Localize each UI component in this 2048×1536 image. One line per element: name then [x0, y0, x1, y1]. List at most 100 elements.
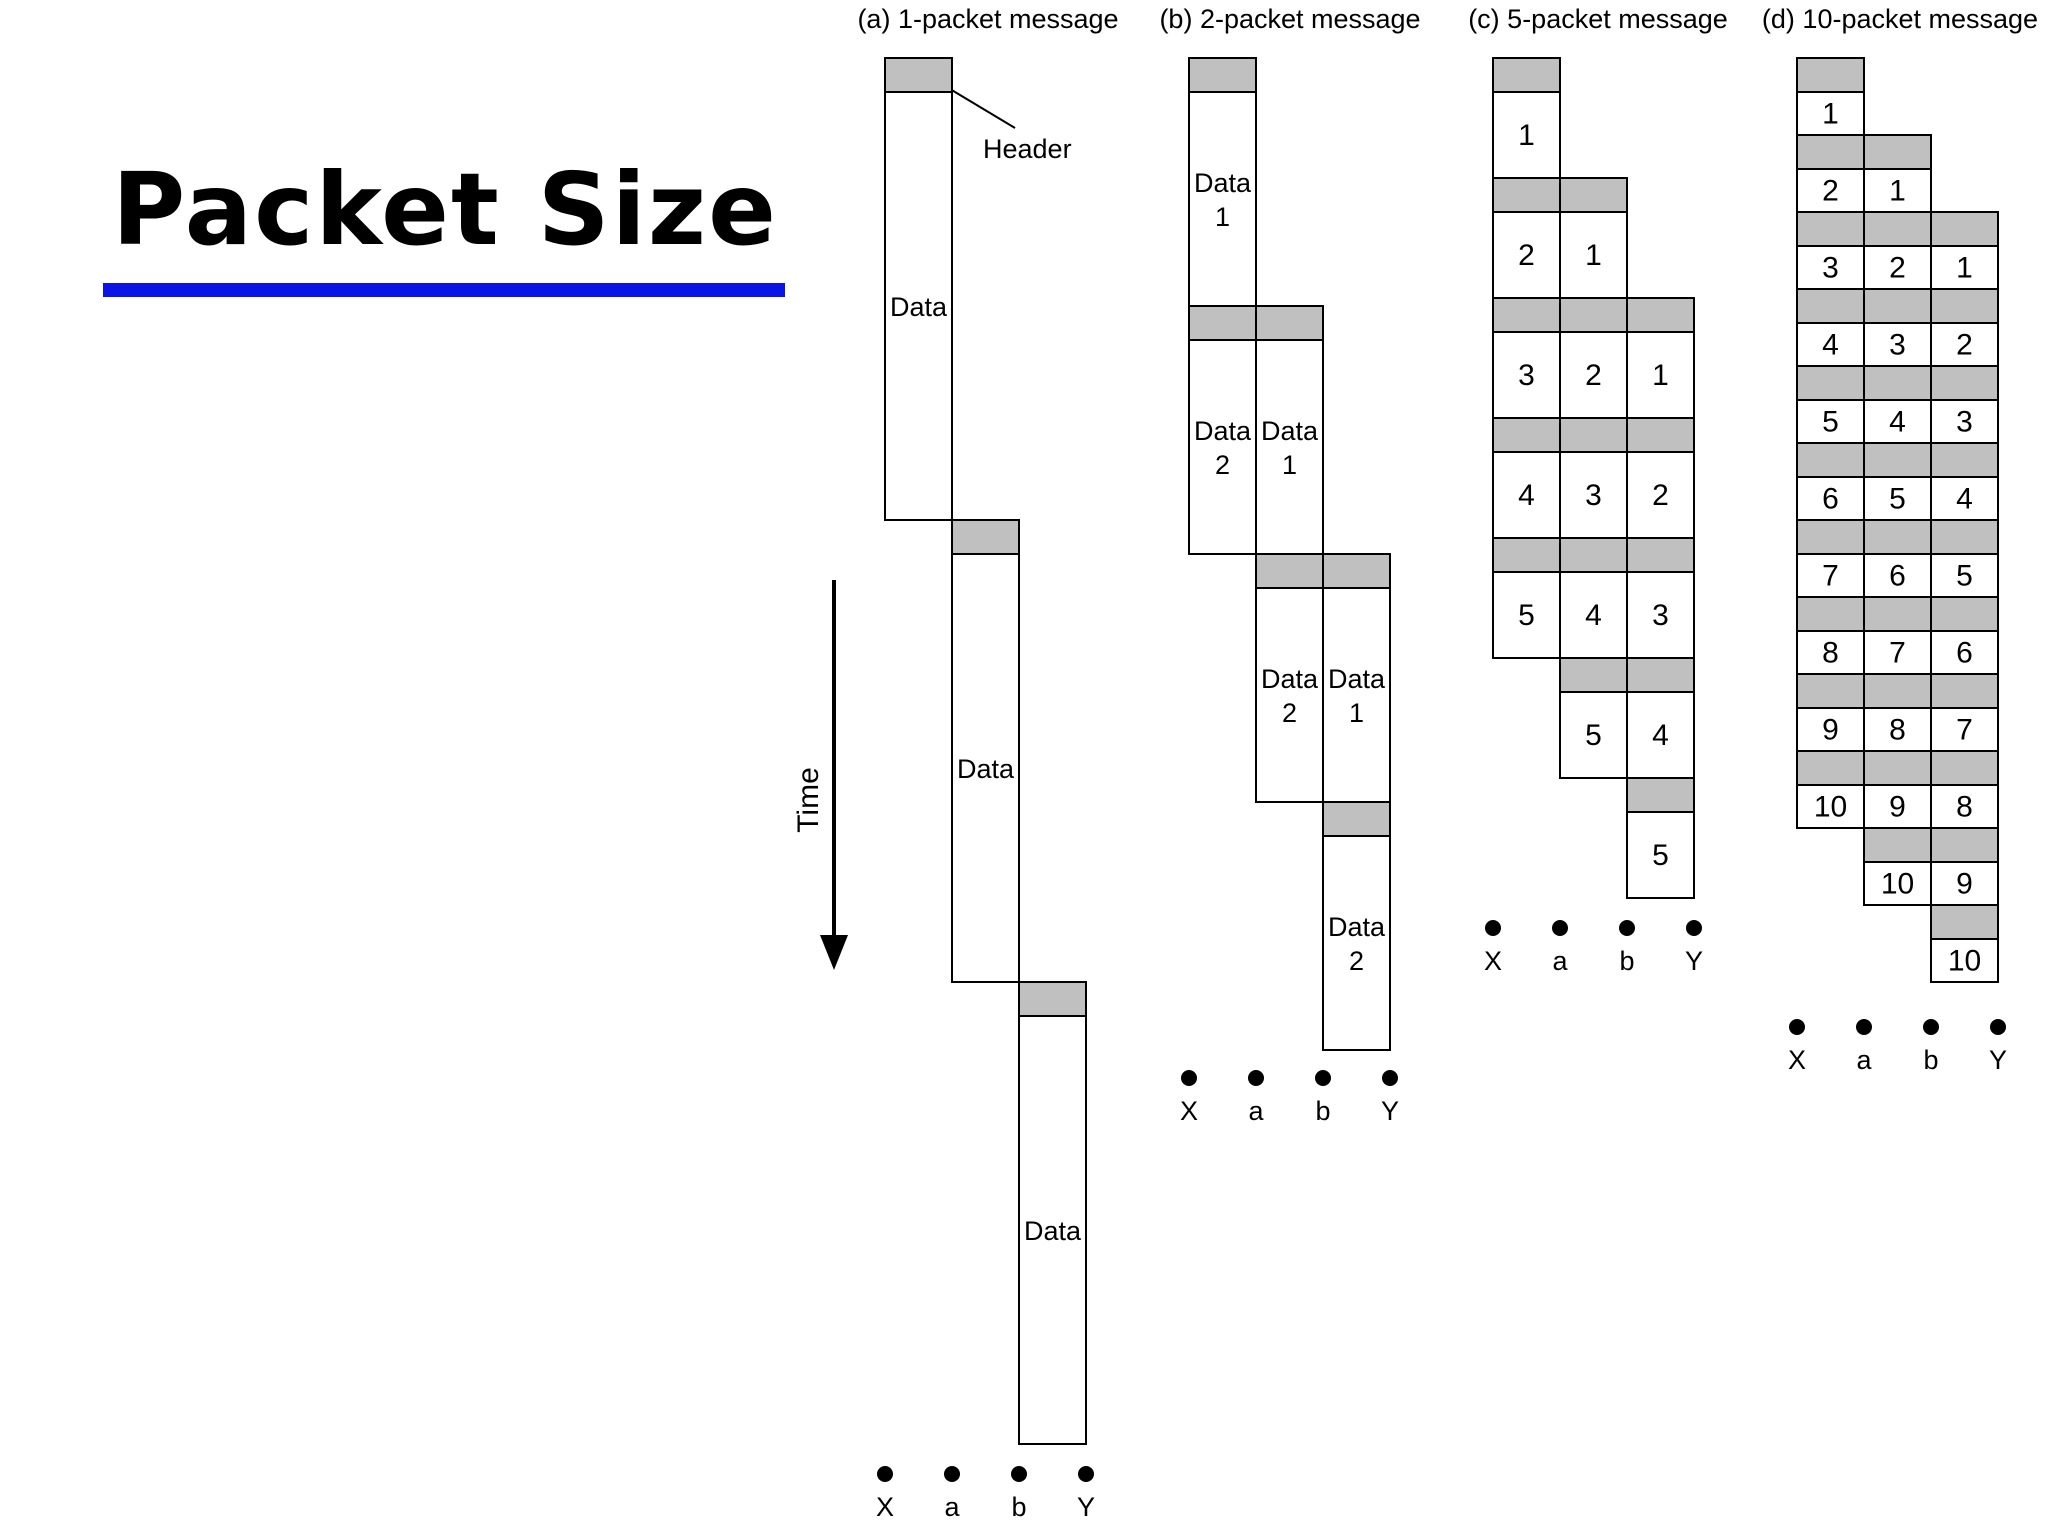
packet-body [1255, 305, 1324, 555]
packet-label: 1 [1215, 202, 1230, 232]
packet-header [1930, 827, 1999, 863]
packet: Data 1 [1188, 57, 1257, 307]
packet: 1 [1796, 57, 1865, 136]
packet-header [1018, 981, 1087, 1017]
packet: 10 [1863, 827, 1932, 906]
packet: 4 [1863, 365, 1932, 444]
packet: 1 [1559, 177, 1628, 299]
packet-label: 3 [1518, 359, 1535, 392]
packet-header [1626, 297, 1695, 333]
packet-label: 3 [1822, 252, 1839, 285]
packet-label: Data [1328, 664, 1386, 694]
packet-body [1188, 57, 1257, 307]
packet-header [1559, 417, 1628, 453]
packet-label: Data [1024, 1216, 1082, 1246]
node-dot [1181, 1070, 1197, 1086]
packet: 6 [1796, 442, 1865, 521]
node-dot [1789, 1019, 1805, 1035]
packet-label: 6 [1822, 483, 1839, 516]
packet: 4 [1559, 537, 1628, 659]
slide-title: Packet Size [112, 151, 778, 268]
packet: 3 [1492, 297, 1561, 419]
packet-header [1626, 537, 1695, 573]
packet: 10 [1930, 904, 1999, 983]
packet-label: 2 [1282, 698, 1297, 728]
packet-header [1930, 211, 1999, 247]
packet-header [1796, 134, 1865, 170]
packet-header [1863, 750, 1932, 786]
packet: 5 [1930, 519, 1999, 598]
packet-header [1492, 177, 1561, 213]
packet: 4 [1626, 657, 1695, 779]
packet-header [1322, 801, 1391, 837]
node-label: b [1011, 1492, 1026, 1522]
packet-label: 1 [1956, 252, 1973, 285]
packet-header [1559, 297, 1628, 333]
packet: 2 [1930, 288, 1999, 367]
packet: 5 [1559, 657, 1628, 779]
node-label: X [1484, 946, 1502, 976]
packet-label: 1 [1652, 359, 1669, 392]
packet-label: 4 [1518, 479, 1535, 512]
node-label: Y [1989, 1045, 2007, 1075]
packet-label: 3 [1652, 599, 1669, 632]
packet-label: 5 [1585, 719, 1602, 752]
node-dot [1011, 1466, 1027, 1482]
panel-label: (c) 5-packet message [1468, 4, 1728, 34]
packet-header [1863, 673, 1932, 709]
packet-header [1796, 365, 1865, 401]
packet-body [1018, 981, 1087, 1445]
packet: 4 [1492, 417, 1561, 539]
node-dot [944, 1466, 960, 1482]
packet-header [1255, 305, 1324, 341]
packet-body [1255, 553, 1324, 803]
node-label: X [876, 1492, 894, 1522]
packet-label: 10 [1814, 791, 1847, 824]
packet-label: 2 [1822, 175, 1839, 208]
packet-header [1930, 442, 1999, 478]
packet: 1 [1863, 134, 1932, 213]
packet: 8 [1930, 750, 1999, 829]
packet: 9 [1930, 827, 1999, 906]
packet-label: 3 [1585, 479, 1602, 512]
packet-label: 8 [1889, 714, 1906, 747]
packet: 4 [1930, 442, 1999, 521]
packet-label: 2 [1585, 359, 1602, 392]
node-dot [1382, 1070, 1398, 1086]
packet-label: Data [890, 292, 948, 322]
panel-label: (b) 2-packet message [1159, 4, 1420, 34]
packet-label: 2 [1349, 946, 1364, 976]
packet-body [951, 519, 1020, 983]
packet-header [1863, 596, 1932, 632]
packet-header [1863, 442, 1932, 478]
packet-label: Data [1194, 416, 1252, 446]
node-label: Y [1381, 1096, 1399, 1126]
panel-label: (d) 10-packet message [1762, 4, 2038, 34]
underline-bar [103, 283, 785, 297]
packet-label: 5 [1518, 599, 1535, 632]
packet-label: 10 [1881, 868, 1914, 901]
node-dot [1485, 920, 1501, 936]
packet-label: Data [1194, 168, 1252, 198]
packet-label: 6 [1956, 637, 1973, 670]
packet-label: 4 [1956, 483, 1973, 516]
packet-header [1796, 519, 1865, 555]
packet-header [1863, 134, 1932, 170]
packet-header [1492, 297, 1561, 333]
node-label: a [1856, 1045, 1872, 1075]
packet-header [1492, 417, 1561, 453]
packet-body [884, 57, 953, 521]
node-label: X [1180, 1096, 1198, 1126]
packet-header [1796, 288, 1865, 324]
packet: 7 [1930, 673, 1999, 752]
header-label: Header [983, 134, 1072, 164]
packet-header [1626, 417, 1695, 453]
packet-label: 8 [1822, 637, 1839, 670]
packet-header [1930, 365, 1999, 401]
